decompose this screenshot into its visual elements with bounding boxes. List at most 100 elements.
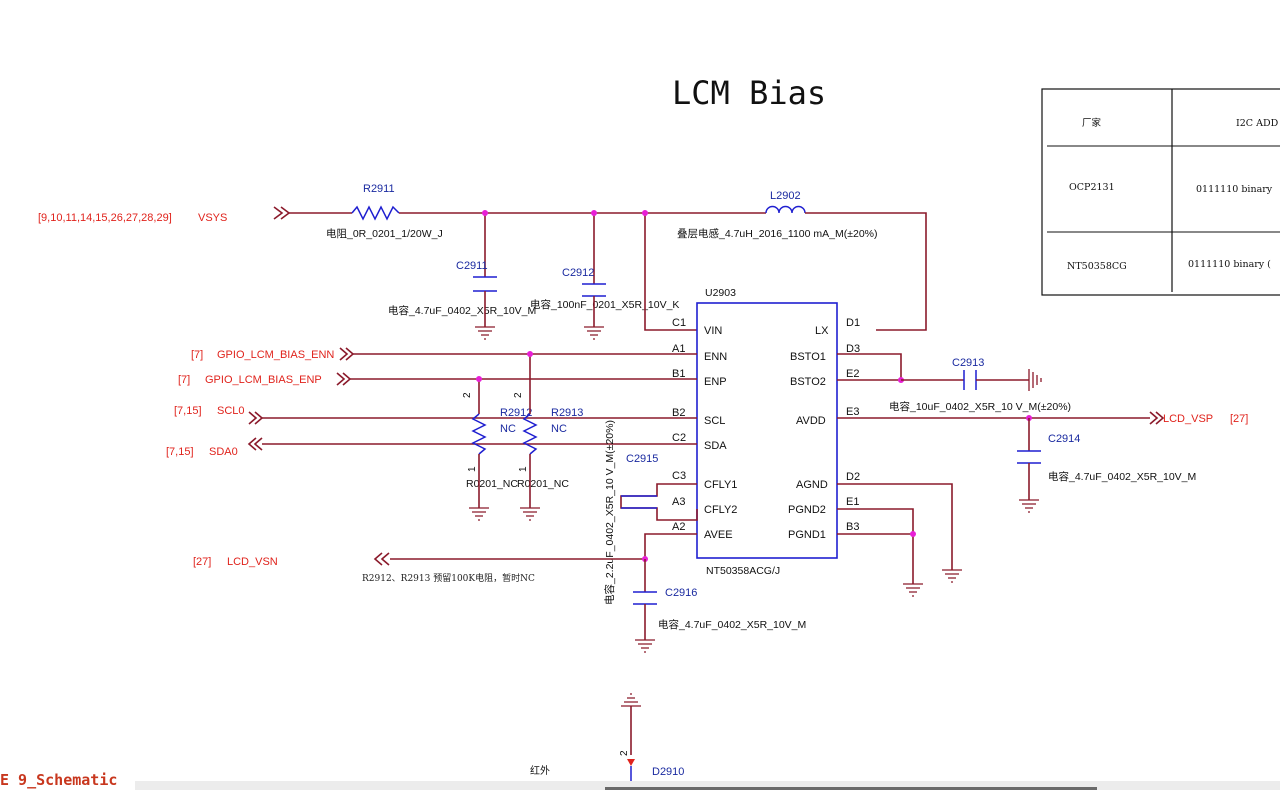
vsys-port: [9,10,11,14,15,26,27,28,29] VSYS [38,206,291,224]
junction-dot [482,210,488,216]
pin-name: AGND [796,479,828,491]
pin-name: SCL [704,415,725,427]
ref-label: C2913 [952,357,984,369]
ref-label: L2902 [770,190,801,202]
capacitor-c2914: C2914 电容_4.7uF_0402_X5R_10V_M [1017,433,1196,483]
table-header-i2c: I2C ADD [1236,118,1279,129]
pin-name: CFLY2 [704,504,737,516]
value-label: NC [500,423,516,435]
capacitor-c2913: C2913 电容_10uF_0402_X5R_10 V_M(±20%) [889,357,1071,413]
pin-name: PGND1 [788,529,826,541]
net-ref: [7] [178,374,190,386]
ref-label: R2912 [500,407,532,419]
pin-number: 1 [518,466,529,472]
value-label: 电容_2.2uF_0402_X5R_10 V_M(±20%) [603,420,616,605]
ic-u2903: U2903 NT50358ACG/J [696,287,838,577]
footprint-label: R0201_NC [517,478,569,490]
net-ref: [9,10,11,14,15,26,27,28,29] [38,212,172,224]
net-label: GPIO_LCM_BIAS_ENN [217,349,334,361]
pin-name: AVEE [704,529,733,541]
ground-symbol [621,693,641,707]
pin-name: AVDD [796,415,826,427]
pin-number: 1 [467,466,478,472]
ref-label: D2910 [652,766,684,778]
net-label: LCD_VSP [1163,413,1213,425]
table-cell: OCP2131 [1069,182,1115,193]
diode-d2910: D2910 [627,759,684,781]
sheet-tab[interactable]: E 9_Schematic [0,771,118,789]
pin-name: PGND2 [788,504,826,516]
net-ref: [7,15] [174,405,202,417]
ground-symbol [520,507,540,521]
value-label: 电阻_0R_0201_1/20W_J [326,227,443,240]
resistor-r2911: R2911 电阻_0R_0201_1/20W_J [326,183,443,240]
pin-ball: C3 [672,470,686,482]
net-label: SCL0 [217,405,245,417]
ic-right-pins: D1 LX D3 BSTO1 E2 BSTO2 E3 AVDD D2 AGND … [788,317,860,541]
pin-ball: B1 [672,368,685,380]
capacitor-c2911: C2911 电容_4.7uF_0402_X5R_10V_M [388,260,536,317]
net-ref: [7,15] [166,446,194,458]
enp-port: [7] GPIO_LCM_BIAS_ENP [178,372,352,386]
ref-label: C2915 [626,453,658,465]
ground-symbol [584,326,604,340]
ground-symbol [942,569,962,583]
ref-label: C2914 [1048,433,1080,445]
pin-name: BSTO1 [790,351,826,363]
pin-ball: C2 [672,432,686,444]
inductor-l2902: L2902 叠层电感_4.7uH_2016_1100 mA_M(±20%) [677,190,878,240]
value-label: 电容_100nF_0201_X5R_10V_K [530,298,679,311]
ground-symbol [1028,369,1042,391]
pin-ball: D2 [846,471,860,483]
junction-dot [527,351,533,357]
value-label: NC [551,423,567,435]
ground-symbol [469,507,489,521]
ground-symbol [903,583,923,597]
pin-number: 2 [619,750,630,756]
scl-port: [7,15] SCL0 [174,405,264,425]
net-ref: [27] [1230,413,1248,425]
ref-label: R2911 [363,183,395,195]
pin-name: SDA [704,440,727,452]
pin-name: ENP [704,376,727,388]
junction-dot [642,210,648,216]
pin-name: BSTO2 [790,376,826,388]
net-label: LCD_VSN [227,556,278,568]
ref-label: C2916 [665,587,697,599]
pin-ball: D1 [846,317,860,329]
capacitor-c2915: C2915 电容_2.2uF_0402_X5R_10 V_M(±20%) [603,420,698,605]
ground-symbol [475,326,495,340]
scrollbar-thumb[interactable] [605,787,1097,790]
footprint-label: R0201_NC [466,478,518,490]
ground-symbol [1019,499,1039,513]
ref-label: U2903 [705,287,736,299]
net-label: GPIO_LCM_BIAS_ENP [205,374,322,386]
table-cell: NT50358CG [1067,261,1127,272]
lcd-vsn-port: [27] LCD_VSN [193,552,390,568]
junction-dot [476,376,482,382]
page-title: LCM Bias [672,74,826,112]
pin-name: CFLY1 [704,479,737,491]
pin-name: ENN [704,351,727,363]
pin-ball: D3 [846,343,860,355]
value-label: 叠层电感_4.7uH_2016_1100 mA_M(±20%) [677,227,878,240]
horizontal-scrollbar[interactable] [135,781,1280,790]
value-label: 电容_4.7uF_0402_X5R_10V_M [388,304,536,317]
table-cell: 0111110 binary ( [1188,259,1271,270]
value-label: 电容_4.7uF_0402_X5R_10V_M [1048,470,1196,483]
table-cell: 0111110 binary [1196,184,1273,195]
pin-number: 2 [513,392,524,398]
table-header-vendor: 厂家 [1082,117,1102,129]
pin-name: VIN [704,325,722,337]
i2c-address-table: 厂家 I2C ADD OCP2131 0111110 binary NT5035… [1041,88,1280,296]
sda-port: [7,15] SDA0 [166,437,263,458]
ref-label: R2913 [551,407,583,419]
pin-ball: B3 [846,521,859,533]
junction-dot [591,210,597,216]
part-label: NT50358ACG/J [706,565,780,577]
capacitor-c2916: C2916 电容_4.7uF_0402_X5R_10V_M [633,587,806,631]
net-ref: [27] [193,556,211,568]
pin-ball: E2 [846,368,859,380]
enn-port: [7] GPIO_LCM_BIAS_ENN [191,347,355,361]
